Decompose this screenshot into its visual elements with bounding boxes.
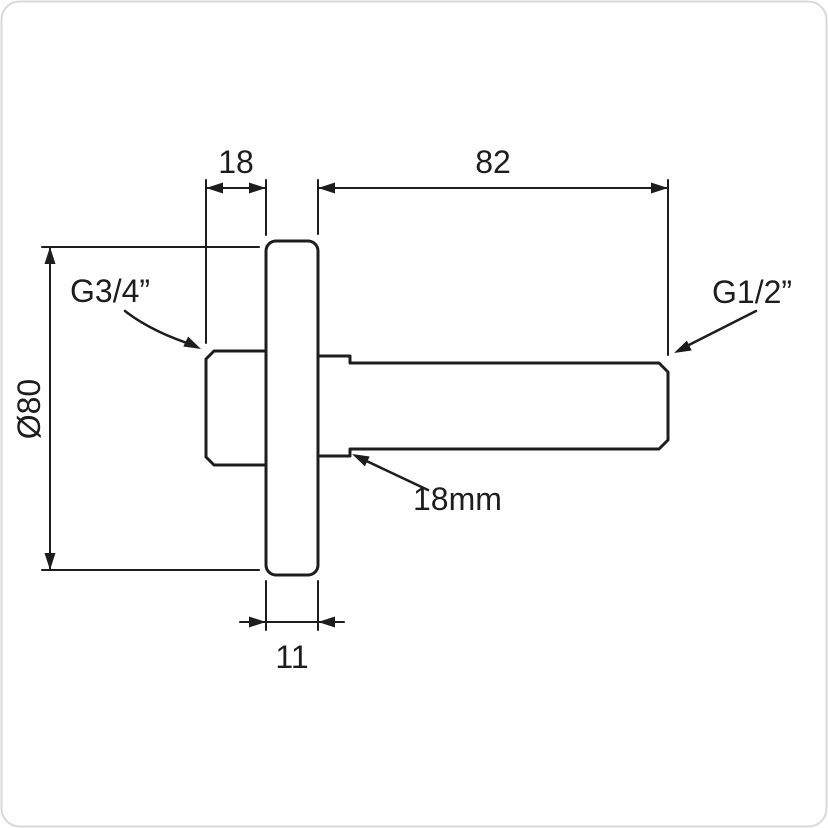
dim-shaft-length: 82 (317, 144, 669, 356)
dimension-arrow-icon (318, 182, 335, 194)
left-thread-stub-outline (204, 349, 274, 467)
dim-stub-length: 18 (205, 144, 267, 344)
dimension-arrow-icon (651, 182, 668, 194)
right-thread-label: G1/2” (712, 274, 792, 310)
dim-flange-diameter: Ø80 (11, 246, 260, 571)
dim-flange-thickness: 11 (239, 580, 345, 675)
dim-flange-thickness-value: 11 (275, 639, 308, 675)
dimension-arrow-icon (44, 553, 56, 570)
dimension-arrow-icon (44, 247, 56, 264)
dimension-arrow-icon (206, 182, 223, 194)
dimension-arrow-icon (249, 182, 266, 194)
dim-flange-diameter-value: Ø80 (11, 379, 47, 439)
label-left-thread: G3/4” (70, 273, 201, 349)
leader-arrow-icon (183, 336, 201, 349)
step-diameter-label: 18mm (413, 481, 502, 517)
label-step-diameter: 18mm (352, 454, 502, 517)
dim-shaft-length-value: 82 (475, 144, 511, 180)
leader-line (123, 309, 198, 348)
left-thread-label: G3/4” (70, 273, 150, 309)
leader-line (356, 455, 430, 492)
dimension-arrow-icon (318, 616, 335, 628)
dim-stub-length-value: 18 (218, 144, 254, 180)
leader-line (677, 309, 758, 352)
right-thread-shaft-outline (312, 354, 670, 458)
leader-arrow-icon (352, 454, 370, 467)
part-outline (204, 239, 670, 577)
leader-arrow-icon (674, 340, 692, 353)
label-right-thread: G1/2” (674, 274, 792, 353)
dimension-arrow-icon (249, 616, 266, 628)
flange-outline (264, 239, 320, 577)
